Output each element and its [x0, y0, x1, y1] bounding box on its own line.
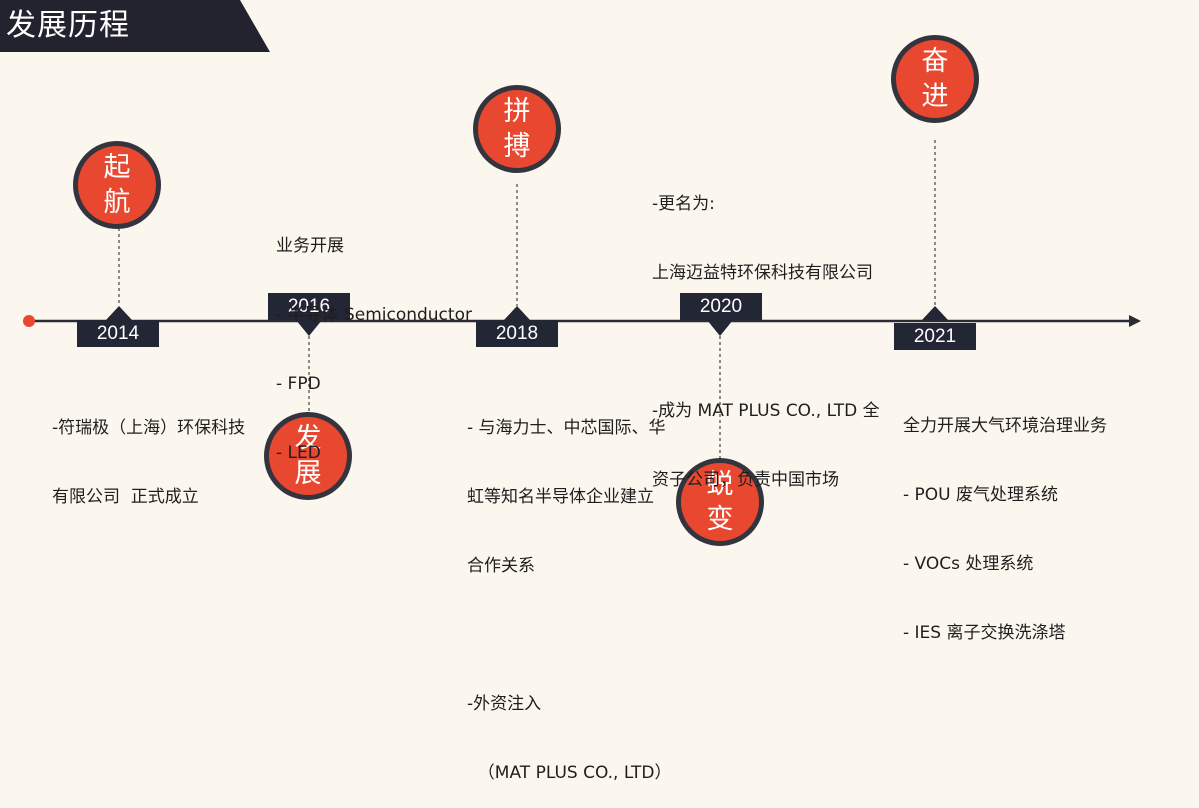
- circle-char: 搏: [503, 131, 531, 162]
- year-box-2020: 2020: [680, 293, 762, 320]
- year-box-2016: 2016: [268, 293, 350, 320]
- circle-2014: 起 航: [73, 141, 161, 229]
- text-line: - IES 离子交换洗涤塔: [903, 623, 1066, 643]
- text-line: 资子公司，负责中国市场: [652, 470, 839, 490]
- text-line: - POU 废气处理系统: [903, 485, 1059, 505]
- text-line: [467, 624, 671, 647]
- text-line: 业务开展: [276, 236, 344, 256]
- text-line: - 半导体 Semiconductor: [276, 305, 472, 325]
- circle-char: 发: [294, 423, 322, 454]
- text-line: -更名为:: [652, 194, 715, 214]
- text-line: 上海迈益特环保科技有限公司: [652, 263, 873, 283]
- pointer-2020: [707, 320, 733, 336]
- circle-char: 拼: [503, 96, 531, 127]
- year-box-2014: 2014: [77, 320, 159, 347]
- milestone-text-2020: -更名为: 上海迈益特环保科技有限公司 -成为 MAT PLUS CO., LT…: [652, 147, 880, 515]
- pointer-2018: [504, 306, 530, 320]
- circle-char: 航: [103, 187, 131, 218]
- circle-char: 进: [921, 81, 949, 112]
- year-box-2021: 2021: [894, 323, 976, 350]
- text-line: - 与海力士、中芯国际、华: [467, 418, 666, 438]
- circle-char: 变: [706, 504, 734, 535]
- title-band: [0, 0, 270, 52]
- pointer-2016: [296, 320, 322, 336]
- page-title: 发展历程: [6, 8, 130, 43]
- circle-2018: 拼 搏: [473, 85, 561, 173]
- milestone-text-2018: - 与海力士、中芯国际、华 虹等知名半导体企业建立 合作关系 -外资注入 （MA…: [467, 371, 671, 808]
- circle-char: 起: [103, 152, 131, 183]
- circle-2016: 发 展: [264, 412, 352, 500]
- timeline-arrowhead: [1129, 315, 1141, 327]
- text-line: 全力开展大气环境治理业务: [903, 416, 1107, 436]
- circle-char: 奋: [921, 46, 949, 77]
- text-line: [652, 331, 880, 354]
- pointer-2021: [922, 306, 948, 320]
- text-line: -成为 MAT PLUS CO., LTD 全: [652, 401, 880, 421]
- milestone-text-2016: 业务开展 - 半导体 Semiconductor - FPD - LED: [276, 189, 472, 488]
- text-line: 虹等知名半导体企业建立: [467, 487, 654, 507]
- text-line: -符瑞极（上海）环保科技: [52, 418, 246, 438]
- text-line: - FPD: [276, 374, 321, 394]
- circle-2021: 奋 进: [891, 35, 979, 123]
- text-line: 有限公司 正式成立: [52, 487, 199, 507]
- circle-2020: 蜕 变: [676, 458, 764, 546]
- timeline-graphic: [23, 140, 1141, 462]
- pointer-2014: [106, 306, 132, 320]
- text-line: -外资注入: [467, 694, 542, 714]
- text-line: - VOCs 处理系统: [903, 554, 1034, 574]
- text-line: - LED: [276, 443, 321, 463]
- timeline-start-dot: [23, 315, 35, 327]
- circle-char: 蜕: [706, 469, 734, 500]
- milestone-text-2021: 全力开展大气环境治理业务 - POU 废气处理系统 - VOCs 处理系统 - …: [903, 369, 1107, 668]
- milestone-text-2014: -符瑞极（上海）环保科技 有限公司 正式成立: [52, 371, 245, 532]
- circle-char: 展: [294, 458, 322, 489]
- year-box-2018: 2018: [476, 320, 558, 347]
- text-line: （MAT PLUS CO., LTD）: [467, 763, 672, 783]
- text-line: 合作关系: [467, 556, 535, 576]
